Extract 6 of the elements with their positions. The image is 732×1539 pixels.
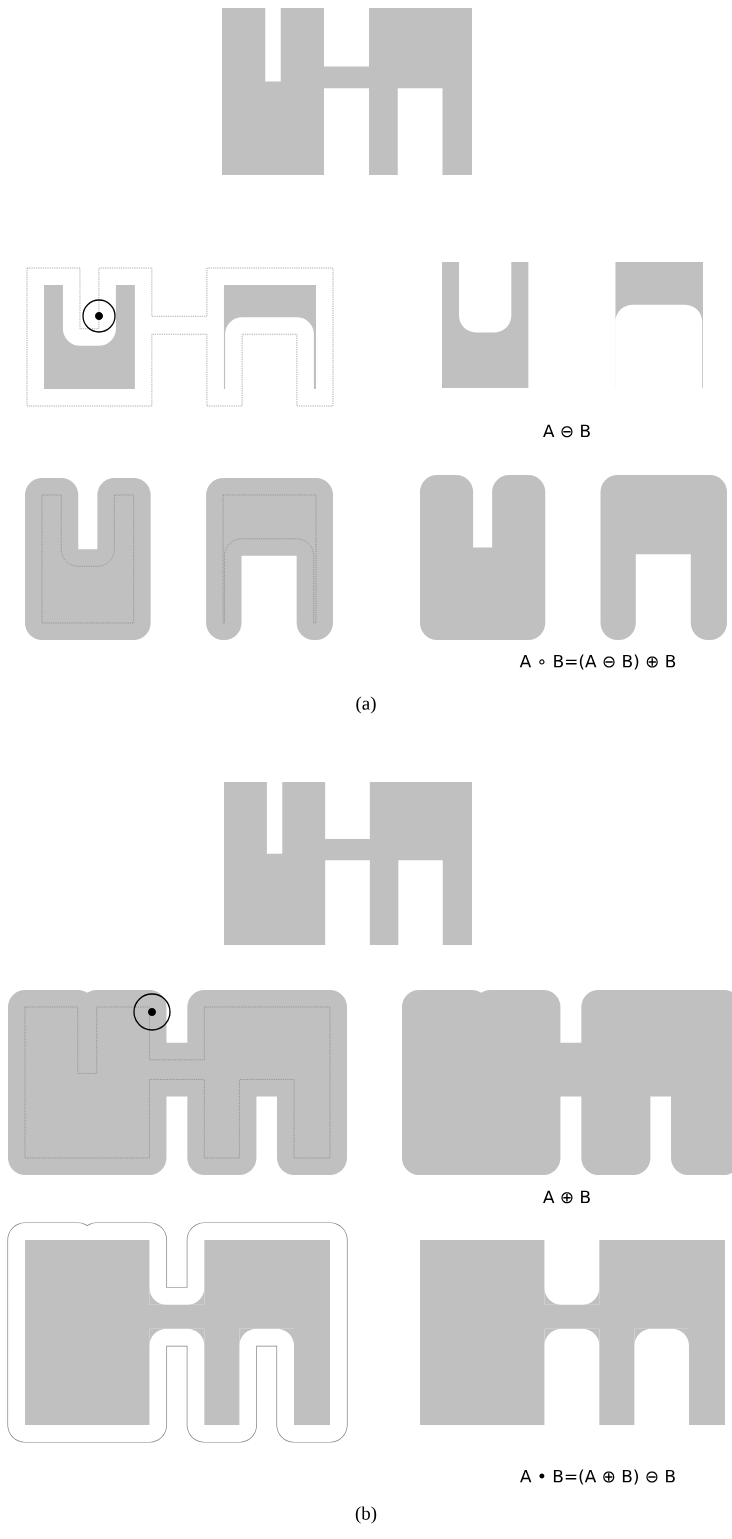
formula-label: A • B=(A ⊕ B) ⊖ B [520,1469,675,1485]
formula-label: A ∘ B=(A ⊖ B) ⊕ B [519,654,676,670]
panel-label: (a) [356,696,376,714]
formula-label: A ⊖ B [543,424,590,438]
formula-label: A ⊕ B [543,1190,590,1204]
panel-label: (b) [355,1506,377,1524]
